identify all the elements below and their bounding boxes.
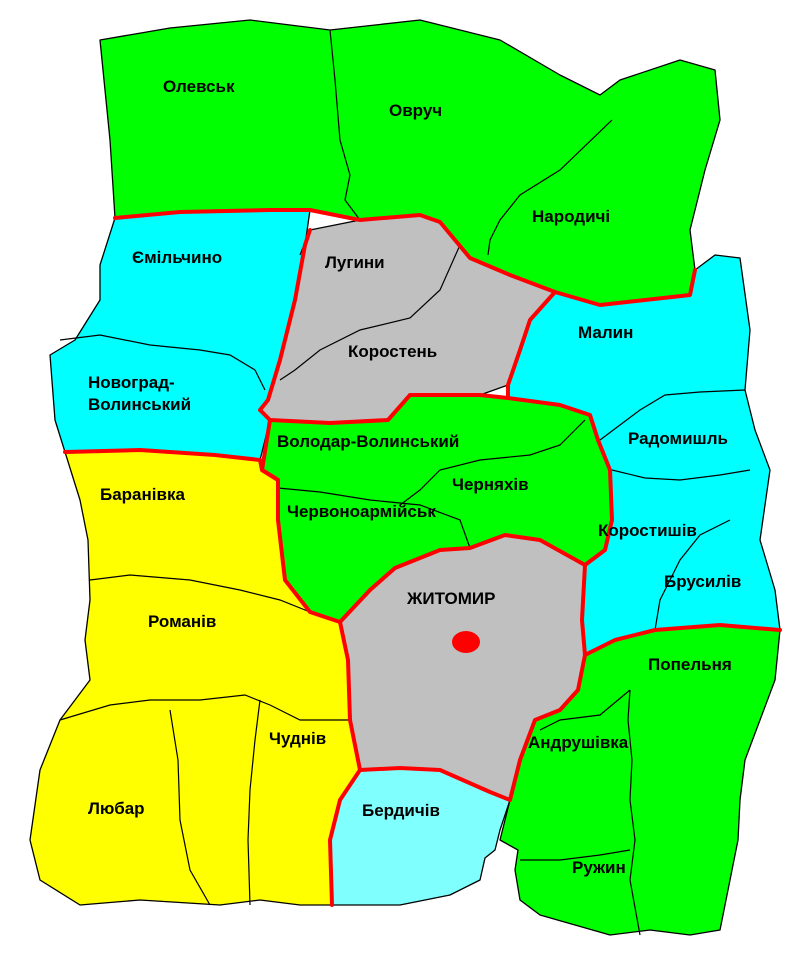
label-zhytomyr: ЖИТОМИР	[406, 589, 496, 608]
red-boundary-north	[113, 208, 697, 307]
label-ruzhyn: Ружин	[572, 858, 626, 877]
zhytomyr-city-marker[interactable]	[452, 631, 480, 653]
label-korostyshiv: Коростишів	[598, 521, 697, 540]
label-malyn: Малин	[578, 323, 633, 342]
label-popelnia: Попельня	[648, 655, 732, 674]
district-labels: Олевськ Овруч Народичі Ємільчино Лугини …	[88, 77, 741, 877]
label-narodychi: Народичі	[532, 207, 610, 226]
label-olevsk: Олевськ	[163, 77, 235, 96]
label-berdychiv: Бердичів	[362, 801, 440, 820]
label-liubar: Любар	[88, 799, 145, 818]
label-chervonoarmiisk: Червоноармійськ	[287, 502, 436, 521]
label-radomyshl: Радомишль	[628, 429, 728, 448]
label-emilchyno: Ємільчино	[132, 248, 222, 267]
red-boundary-berdychiv	[328, 768, 362, 907]
label-ovruch: Овруч	[389, 101, 442, 120]
label-romaniv: Романів	[148, 612, 216, 631]
label-chudniv: Чуднів	[269, 729, 326, 748]
red-boundaries	[63, 208, 782, 907]
label-andrushivka: Андрушівка	[528, 733, 629, 752]
red-boundary-korosten	[258, 228, 557, 425]
red-boundary-central	[260, 396, 614, 624]
label-luhyny: Лугини	[325, 253, 385, 272]
red-boundary-southeast	[583, 623, 782, 657]
label-brusyliv: Брусилів	[664, 572, 741, 591]
label-baranivka: Баранівка	[100, 485, 185, 504]
label-cherniakhiv: Черняхів	[452, 475, 529, 494]
red-boundary-zhytomyr	[338, 563, 587, 802]
internal-boundaries	[59, 29, 751, 936]
label-novohrad-line2: Волинський	[88, 395, 191, 414]
label-novohrad-line1: Новоград-	[88, 373, 175, 392]
label-korosten: Коростень	[348, 342, 437, 361]
label-volodar: Володар-Волинський	[277, 432, 459, 451]
region-fills	[29, 19, 781, 936]
